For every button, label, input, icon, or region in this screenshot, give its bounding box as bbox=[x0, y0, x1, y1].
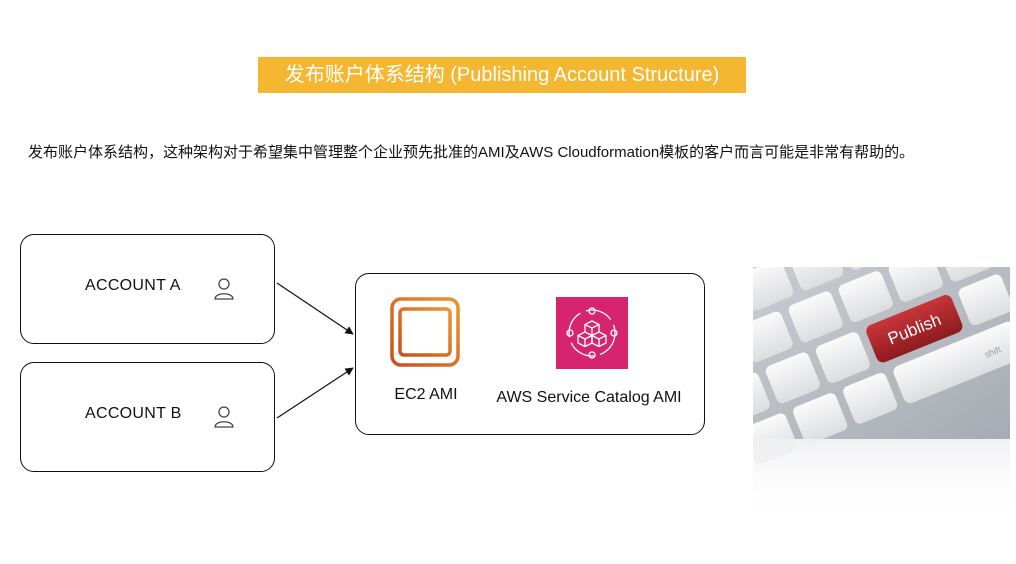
description-text: 发布账户体系结构，这种架构对于希望集中管理整个企业预先批准的AMI及AWS Cl… bbox=[28, 144, 915, 161]
ami-container bbox=[355, 273, 705, 435]
ec2-ami-label: EC2 AMI bbox=[394, 386, 458, 403]
account-a-label: ACCOUNT A bbox=[85, 277, 181, 294]
service-catalog-icon bbox=[556, 297, 628, 369]
arrow-a-to-ami bbox=[276, 282, 354, 335]
user-icon bbox=[214, 406, 234, 428]
ec2-ami-icon bbox=[390, 297, 460, 367]
page-title: 发布账户体系结构 (Publishing Account Structure) bbox=[258, 57, 746, 93]
keyboard-publish-photo: Publish shift bbox=[753, 267, 1010, 521]
user-icon bbox=[214, 278, 234, 300]
account-b-box: ACCOUNT B bbox=[20, 362, 275, 472]
account-b-label: ACCOUNT B bbox=[85, 405, 182, 422]
account-a-box: ACCOUNT A bbox=[20, 234, 275, 344]
arrow-b-to-ami bbox=[276, 367, 354, 419]
service-catalog-label: AWS Service Catalog AMI bbox=[496, 389, 682, 406]
